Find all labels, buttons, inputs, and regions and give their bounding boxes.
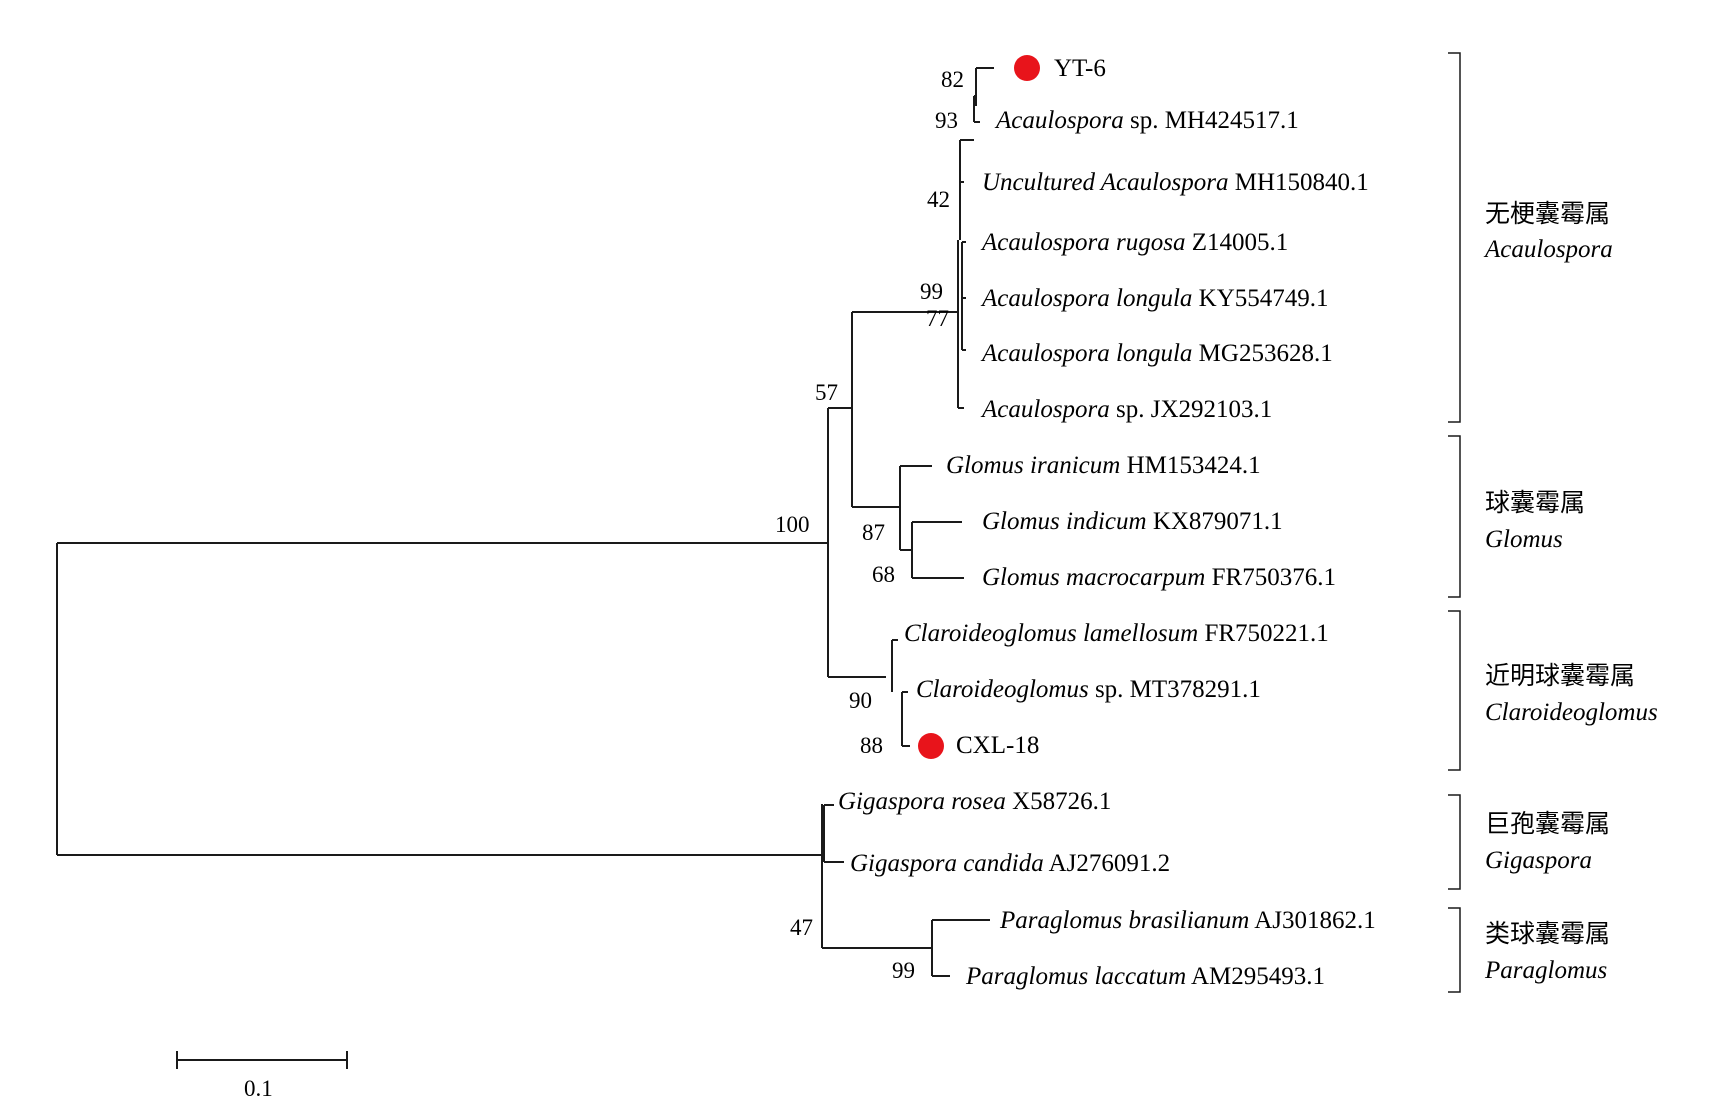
taxon-label: Paraglomus laccatum AM295493.1 [965,963,1325,990]
bootstrap-value: 42 [927,187,950,212]
bracket-acaulospora [1448,52,1461,423]
genus-label-latin: Claroideoglomus [1485,699,1658,726]
bracket-gigaspora [1448,794,1461,890]
genus-label-cn: 无梗囊霉属 [1485,199,1610,228]
scale-bar-label: 0.1 [244,1076,273,1101]
bootstrap-value: 93 [935,108,958,133]
genus-label-cn: 类球囊霉属 [1485,919,1610,948]
bootstrap-value: 88 [860,733,883,758]
bootstrap-values: 82 93 42 99 77 57 100 87 68 90 88 47 99 [775,67,964,983]
taxon-label: CXL-18 [956,732,1039,759]
taxon-label: Glomus macrocarpum FR750376.1 [982,564,1336,591]
bootstrap-value: 82 [941,67,964,92]
bootstrap-value: 100 [775,512,810,537]
marker-yt6 [1014,55,1040,81]
scale-bar: 0.1 [176,1051,348,1101]
marker-cxl18 [918,733,944,759]
genus-label-cn: 球囊霉属 [1485,488,1585,517]
sample-markers [918,55,1040,759]
taxon-label: Acaulospora longula KY554749.1 [980,285,1329,312]
genus-label-cn: 近明球囊霉属 [1485,661,1635,690]
taxon-label: Acaulospora sp. MH424517.1 [994,107,1299,134]
scale-bar-line [176,1051,348,1069]
taxon-label: Paraglomus brasilianum AJ301862.1 [999,907,1376,934]
taxon-label: YT-6 [1054,55,1106,82]
genus-label-latin: Acaulospora [1483,236,1613,263]
bracket-glomus [1448,435,1461,598]
bracket-claroideoglomus [1448,610,1461,771]
bootstrap-value: 99 [892,958,915,983]
bootstrap-value: 77 [926,306,949,331]
taxon-label: Glomus indicum KX879071.1 [982,508,1283,535]
genus-labels: 无梗囊霉属 Acaulospora 球囊霉属 Glomus 近明球囊霉属 Cla… [1483,199,1658,984]
bracket-paraglomus [1448,907,1461,993]
bootstrap-value: 99 [920,279,943,304]
tree-branches [56,67,994,977]
bootstrap-value: 87 [862,520,885,545]
taxon-label: Claroideoglomus sp. MT378291.1 [916,676,1261,703]
bootstrap-value: 47 [790,915,813,940]
taxon-label: Acaulospora sp. JX292103.1 [980,396,1272,423]
bootstrap-value: 90 [849,688,872,713]
genus-label-latin: Paraglomus [1484,957,1607,984]
taxon-labels: YT-6 Acaulospora sp. MH424517.1 Uncultur… [838,55,1376,990]
taxon-label: Gigaspora candida AJ276091.2 [850,850,1170,877]
taxon-label: Gigaspora rosea X58726.1 [838,788,1111,815]
genus-brackets [1448,52,1461,993]
taxon-label: Acaulospora rugosa Z14005.1 [980,229,1288,256]
genus-label-latin: Gigaspora [1485,847,1592,874]
taxon-label: Uncultured Acaulospora MH150840.1 [982,169,1369,196]
taxon-label: Claroideoglomus lamellosum FR750221.1 [904,620,1329,647]
bootstrap-value: 57 [815,380,838,405]
taxon-label: Glomus iranicum HM153424.1 [946,452,1261,479]
taxon-label: Acaulospora longula MG253628.1 [980,340,1333,367]
genus-label-latin: Glomus [1485,526,1563,553]
genus-label-cn: 巨孢囊霉属 [1485,809,1610,838]
bootstrap-value: 68 [872,562,895,587]
